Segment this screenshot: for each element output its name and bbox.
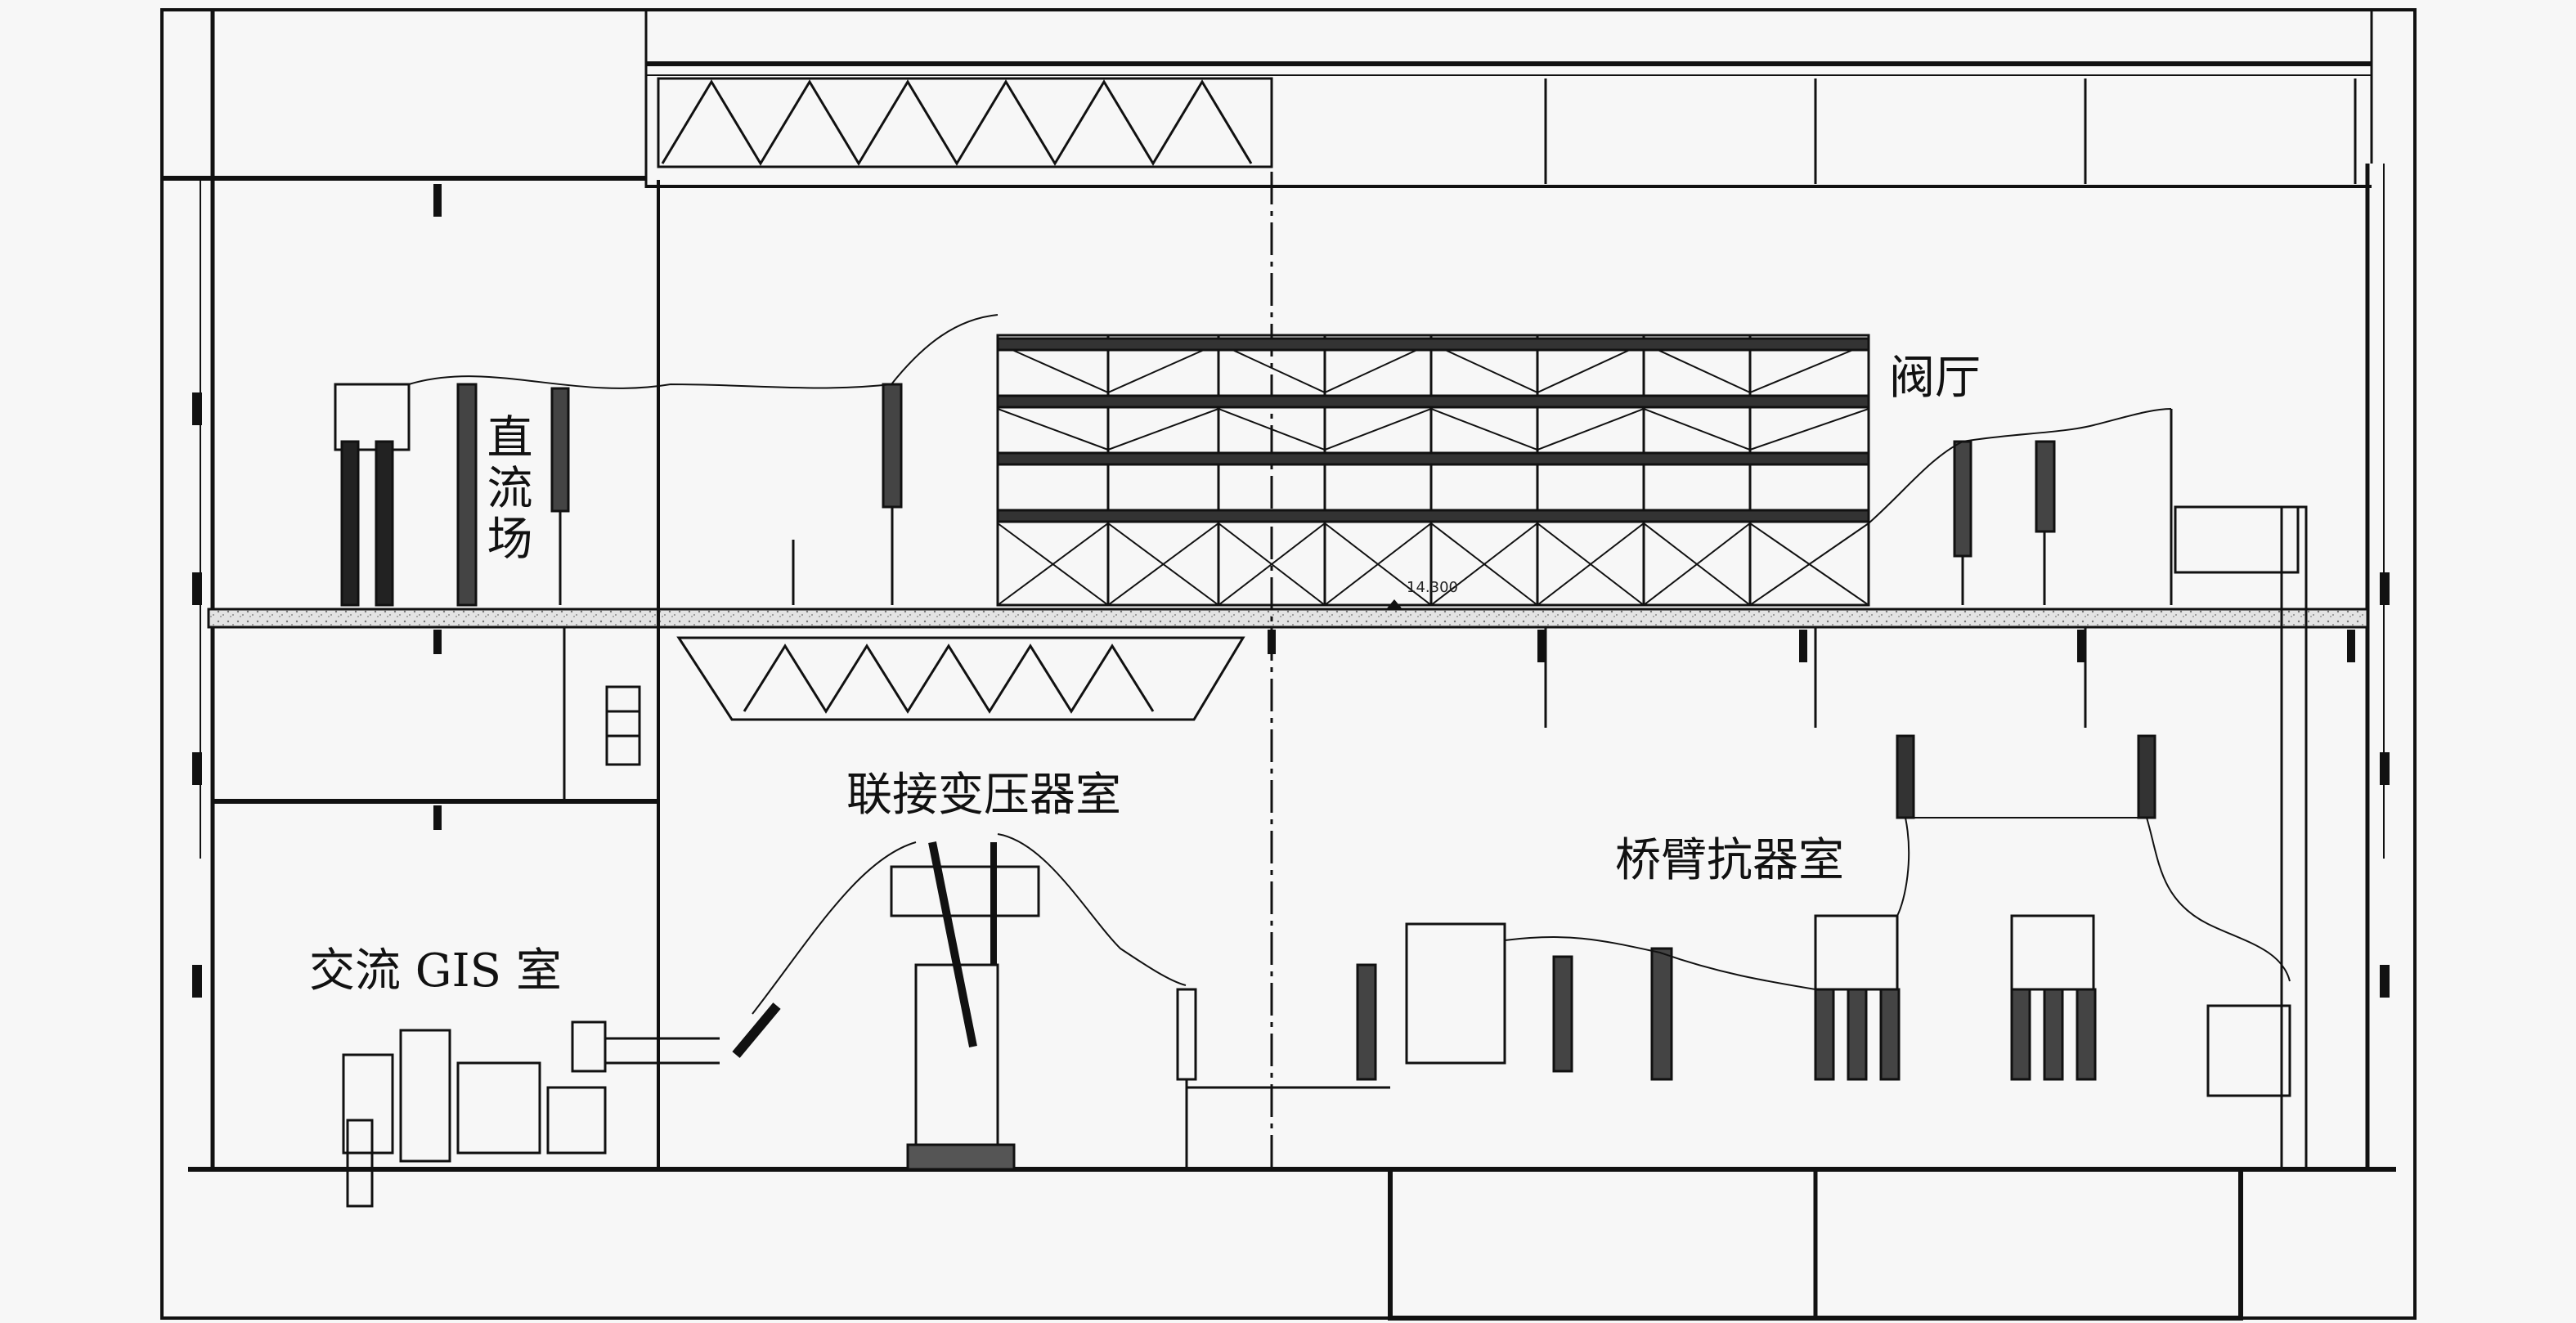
label-dc-yard: 直流场	[479, 413, 532, 565]
valve-hall-right-equipment	[1868, 408, 2300, 605]
label-valve-hall: 阀厅	[1889, 352, 1981, 405]
lower-truss	[676, 636, 1245, 721]
valve-tower	[996, 334, 1870, 607]
label-bridge-arm-reactor-room: 桥臂抗器室	[1615, 834, 1844, 887]
label-link-transformer-room: 联接变压器室	[846, 769, 1121, 822]
elevation-label: 14.300	[1407, 579, 1458, 596]
elevation-marker	[1386, 599, 1402, 609]
column-ticks	[192, 184, 2390, 998]
ceiling-hangers	[1544, 627, 2087, 728]
link-transformer	[732, 833, 1390, 1171]
roof-purlins	[1544, 78, 2357, 184]
structure	[160, 8, 2417, 1321]
dc-yard-equipment	[334, 314, 999, 607]
gis-equipment	[342, 1020, 720, 1208]
bridge-arm-reactors	[1356, 505, 2308, 1171]
roof-truss	[657, 77, 1273, 168]
label-ac-gis-room: 交流 GIS 室	[309, 944, 562, 998]
